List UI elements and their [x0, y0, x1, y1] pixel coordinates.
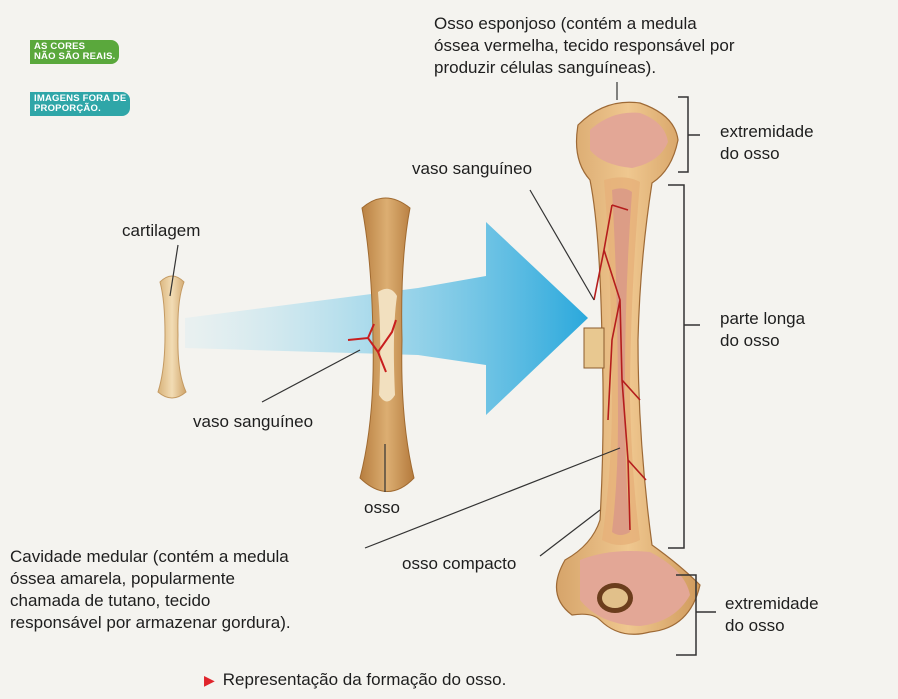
- caption-marker-icon: ▶: [204, 672, 215, 688]
- spongy-line3: produzir células sanguíneas).: [434, 57, 735, 79]
- long-part-line2: do osso: [720, 330, 805, 352]
- marrow-line4: responsável por armazenar gordura).: [10, 612, 291, 634]
- medullary-cavity-label: Cavidade medular (contém a medula óssea …: [10, 546, 291, 634]
- long-bone-shape: [556, 102, 700, 634]
- cartilage-label: cartilagem: [122, 220, 200, 242]
- spongy-bone-label: Osso esponjoso (contém a medula óssea ve…: [434, 13, 735, 79]
- extremity-bottom-line2: do osso: [725, 615, 819, 637]
- long-part-line1: parte longa: [720, 308, 805, 330]
- marrow-line1: Cavidade medular (contém a medula: [10, 546, 291, 568]
- bracket-extremity-top: [678, 97, 700, 172]
- extremity-bottom-line1: extremidade: [725, 593, 819, 615]
- blood-vessel-right-label: vaso sanguíneo: [412, 158, 532, 180]
- bone-label: osso: [364, 497, 400, 519]
- extremity-top-line2: do osso: [720, 143, 814, 165]
- blood-vessel-left-label: vaso sanguíneo: [193, 411, 313, 433]
- leader-vessel-left: [262, 350, 360, 402]
- colors-badge-line2: NÃO SÃO REAIS.: [34, 52, 115, 62]
- proportion-badge-line2: PROPORÇÃO.: [34, 104, 126, 114]
- cartilage-shape: [158, 276, 186, 398]
- extremity-top-label: extremidade do osso: [720, 121, 814, 165]
- spongy-line2: óssea vermelha, tecido responsável por: [434, 35, 735, 57]
- marrow-line3: chamada de tutano, tecido: [10, 590, 291, 612]
- compact-bone-label: osso compacto: [402, 553, 516, 575]
- bone-cutaway-block: [584, 328, 604, 368]
- bracket-long-part: [668, 185, 700, 548]
- caption-text: Representação da formação do osso.: [223, 670, 507, 689]
- extremity-top-line1: extremidade: [720, 121, 814, 143]
- figure-caption: ▶ Representação da formação do osso.: [204, 669, 506, 691]
- colors-not-real-badge: AS CORES NÃO SÃO REAIS.: [30, 40, 119, 64]
- long-part-label: parte longa do osso: [720, 308, 805, 352]
- spongy-line1: Osso esponjoso (contém a medula: [434, 13, 735, 35]
- out-of-proportion-badge: IMAGENS FORA DE PROPORÇÃO.: [30, 92, 130, 116]
- marrow-line2: óssea amarela, popularmente: [10, 568, 291, 590]
- extremity-bottom-label: extremidade do osso: [725, 593, 819, 637]
